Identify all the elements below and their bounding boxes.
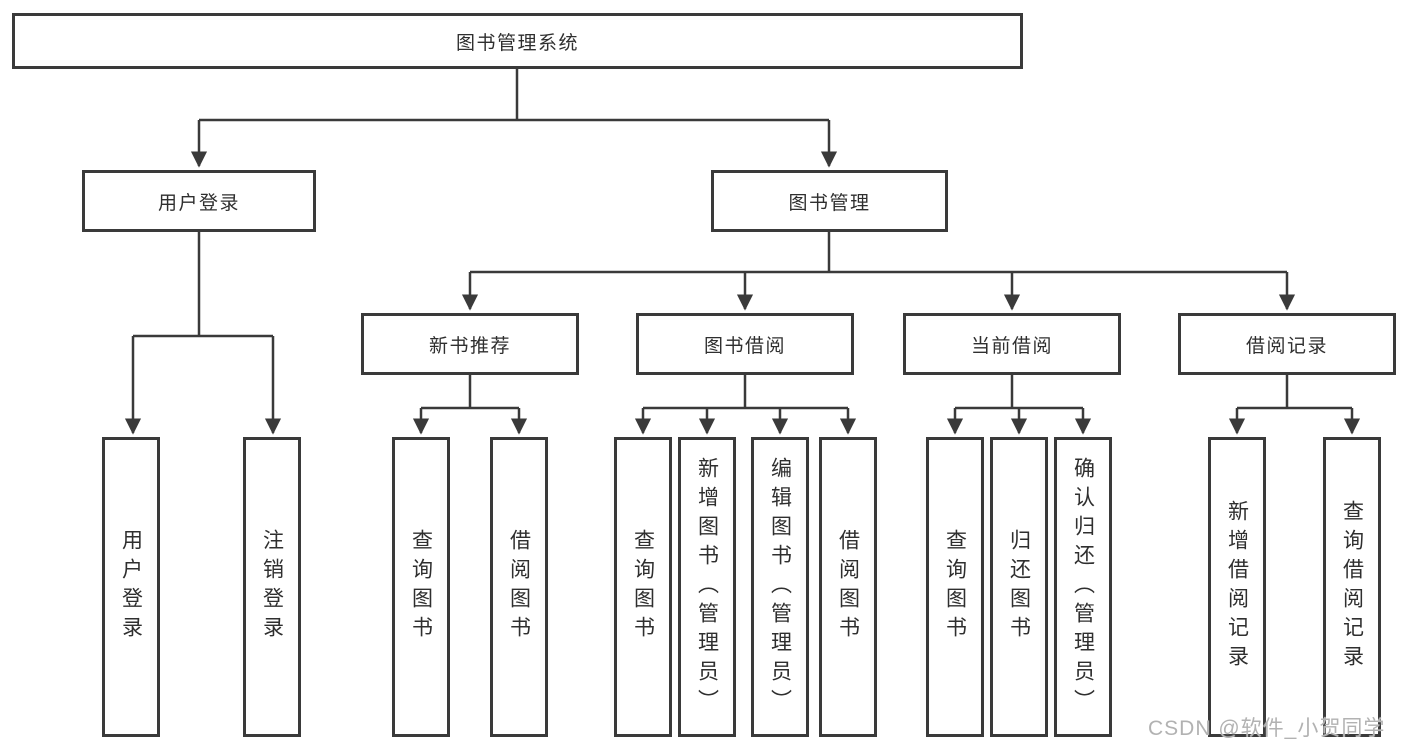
leaf-add-books-admin: 新增图书（管理员） bbox=[678, 437, 736, 737]
connector-line bbox=[1237, 375, 1352, 410]
connector-line bbox=[470, 232, 1287, 274]
watermark: CSDN @软件_小贺同学 bbox=[1148, 717, 1386, 740]
leaf-add-borrow-record: 新增借阅记录 bbox=[1208, 437, 1266, 737]
leaf-return-books: 归还图书 bbox=[990, 437, 1048, 737]
node-user-login: 用户登录 bbox=[82, 170, 316, 232]
leaf-user-login-label: 用户登录 bbox=[119, 529, 143, 645]
connector-line bbox=[643, 375, 848, 410]
leaf-query-borrow-record: 查询借阅记录 bbox=[1323, 437, 1381, 737]
connector-line bbox=[133, 232, 273, 338]
leaf-add-borrow-record-label: 新增借阅记录 bbox=[1225, 500, 1249, 674]
node-book-management: 图书管理 bbox=[711, 170, 948, 232]
leaf-return-books-label: 归还图书 bbox=[1007, 529, 1031, 645]
node-new-book-recommend: 新书推荐 bbox=[361, 313, 579, 375]
node-borrowing-records-label: 借阅记录 bbox=[1245, 335, 1328, 357]
node-book-borrowing: 图书借阅 bbox=[636, 313, 854, 375]
leaf-query-books-current: 查询图书 bbox=[926, 437, 984, 737]
leaf-add-books-admin-label: 新增图书（管理员） bbox=[695, 456, 719, 718]
leaf-user-login: 用户登录 bbox=[102, 437, 160, 737]
leaf-borrow-books-recommend: 借阅图书 bbox=[490, 437, 548, 737]
node-book-management-label: 图书管理 bbox=[788, 192, 871, 214]
node-borrowing-records: 借阅记录 bbox=[1178, 313, 1396, 375]
leaf-query-books-borrowing: 查询图书 bbox=[614, 437, 672, 737]
node-current-borrowing-label: 当前借阅 bbox=[970, 335, 1053, 357]
leaf-query-borrow-record-label: 查询借阅记录 bbox=[1340, 500, 1364, 674]
leaf-edit-books-admin-label: 编辑图书（管理员） bbox=[768, 456, 792, 718]
node-user-login-label: 用户登录 bbox=[157, 192, 240, 214]
node-current-borrowing: 当前借阅 bbox=[903, 313, 1121, 375]
node-root: 图书管理系统 bbox=[12, 13, 1023, 69]
leaf-borrow-books-recommend-label: 借阅图书 bbox=[507, 529, 531, 645]
leaf-confirm-return-admin: 确认归还（管理员） bbox=[1054, 437, 1112, 737]
leaf-confirm-return-admin-label: 确认归还（管理员） bbox=[1071, 456, 1095, 718]
connector-line bbox=[421, 375, 519, 410]
leaf-edit-books-admin: 编辑图书（管理员） bbox=[751, 437, 809, 737]
node-book-borrowing-label: 图书借阅 bbox=[703, 335, 786, 357]
leaf-query-books-borrowing-label: 查询图书 bbox=[631, 529, 655, 645]
leaf-borrow-books-borrowing: 借阅图书 bbox=[819, 437, 877, 737]
leaf-borrow-books-borrowing-label: 借阅图书 bbox=[836, 529, 860, 645]
leaf-query-books-recommend: 查询图书 bbox=[392, 437, 450, 737]
leaf-query-books-current-label: 查询图书 bbox=[943, 529, 967, 645]
connector-line bbox=[955, 375, 1083, 410]
leaf-logout-login-label: 注销登录 bbox=[260, 529, 284, 645]
node-new-book-recommend-label: 新书推荐 bbox=[428, 335, 511, 357]
leaf-query-books-recommend-label: 查询图书 bbox=[409, 529, 433, 645]
leaf-logout-login: 注销登录 bbox=[243, 437, 301, 737]
node-root-label: 图书管理系统 bbox=[455, 32, 579, 54]
connector-line bbox=[199, 69, 829, 122]
